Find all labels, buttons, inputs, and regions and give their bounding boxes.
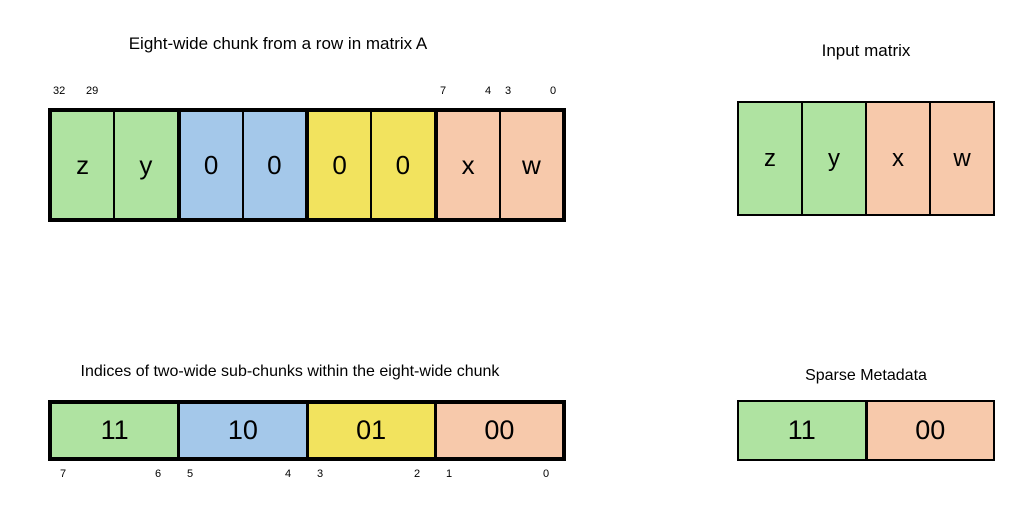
bit-label-7: 7	[440, 85, 447, 97]
input-cell-label: x	[892, 144, 904, 172]
chunk-cell-label: z	[76, 149, 90, 180]
indices-cell-label: 11	[100, 415, 129, 445]
bit-label-29: 29	[86, 85, 99, 97]
metadata-cell-11: 11	[739, 402, 868, 459]
chunk-cell-label: x	[461, 149, 475, 180]
input-cell-label: w	[953, 144, 971, 172]
chunk-cell-0d: 0	[372, 112, 438, 218]
sparse-metadata-title: Sparse Metadata	[805, 367, 927, 384]
bit-label-2: 2	[414, 468, 421, 480]
bit-label-3: 3	[317, 468, 324, 480]
chunk-cell-x: x	[437, 112, 501, 218]
input-cell-x: x	[867, 103, 931, 214]
bit-label-4: 4	[485, 85, 492, 97]
metadata-cell-00: 00	[867, 402, 993, 459]
sparse-metadata-row: 11 00	[737, 400, 995, 461]
chunk-title: Eight-wide chunk from a row in matrix A	[128, 34, 428, 53]
chunk-cell-label: 0	[395, 149, 411, 180]
input-matrix-title: Input matrix	[821, 41, 911, 60]
chunk-cell-0a: 0	[180, 112, 244, 218]
chunk-cell-label: w	[521, 149, 541, 180]
chunk-cell-y: y	[115, 112, 181, 218]
bit-label-7: 7	[60, 468, 67, 480]
indices-cell-11: 11	[52, 404, 181, 457]
input-cell-label: z	[764, 144, 776, 172]
chunk-cell-label: y	[139, 149, 153, 180]
input-matrix-row: z y x w	[737, 101, 995, 216]
chunk-cell-label: 0	[267, 149, 282, 180]
chunk-cell-w: w	[500, 112, 562, 218]
chunk-cell-z: z	[52, 112, 116, 218]
indices-cell-label: 00	[484, 415, 515, 445]
metadata-cell-label: 00	[915, 415, 946, 445]
chunk-bit-labels: 32 29 7 4 3 0	[48, 84, 566, 100]
chunk-cell-label: 0	[203, 149, 219, 180]
input-cell-w: w	[931, 103, 993, 214]
metadata-cell-label: 11	[787, 415, 816, 445]
indices-cell-01: 01	[308, 404, 437, 457]
indices-cell-10: 10	[180, 404, 309, 457]
bit-label-0: 0	[543, 468, 550, 480]
bit-label-4: 4	[285, 468, 292, 480]
chunk-cell-label: 0	[332, 149, 347, 180]
bit-label-3: 3	[505, 85, 512, 97]
input-cell-y: y	[803, 103, 867, 214]
indices-cell-00: 00	[436, 404, 562, 457]
bit-label-5: 5	[187, 468, 194, 480]
chunk-row: z y 0 0 0 0 x w	[48, 108, 566, 222]
bit-label-32: 32	[53, 85, 66, 97]
chunk-cell-0b: 0	[243, 112, 309, 218]
indices-cell-label: 01	[356, 415, 387, 445]
bit-label-6: 6	[155, 468, 162, 480]
indices-title: Indices of two-wide sub-chunks within th…	[80, 363, 500, 380]
indices-bit-labels: 7 6 5 4 3 2 1 0	[48, 467, 566, 483]
indices-cell-label: 10	[227, 415, 258, 445]
input-cell-label: y	[828, 144, 840, 172]
indices-row: 11 10 01 00	[48, 400, 566, 461]
bit-label-0: 0	[550, 85, 557, 97]
input-cell-z: z	[739, 103, 803, 214]
chunk-cell-0c: 0	[309, 112, 373, 218]
bit-label-1: 1	[446, 468, 453, 480]
